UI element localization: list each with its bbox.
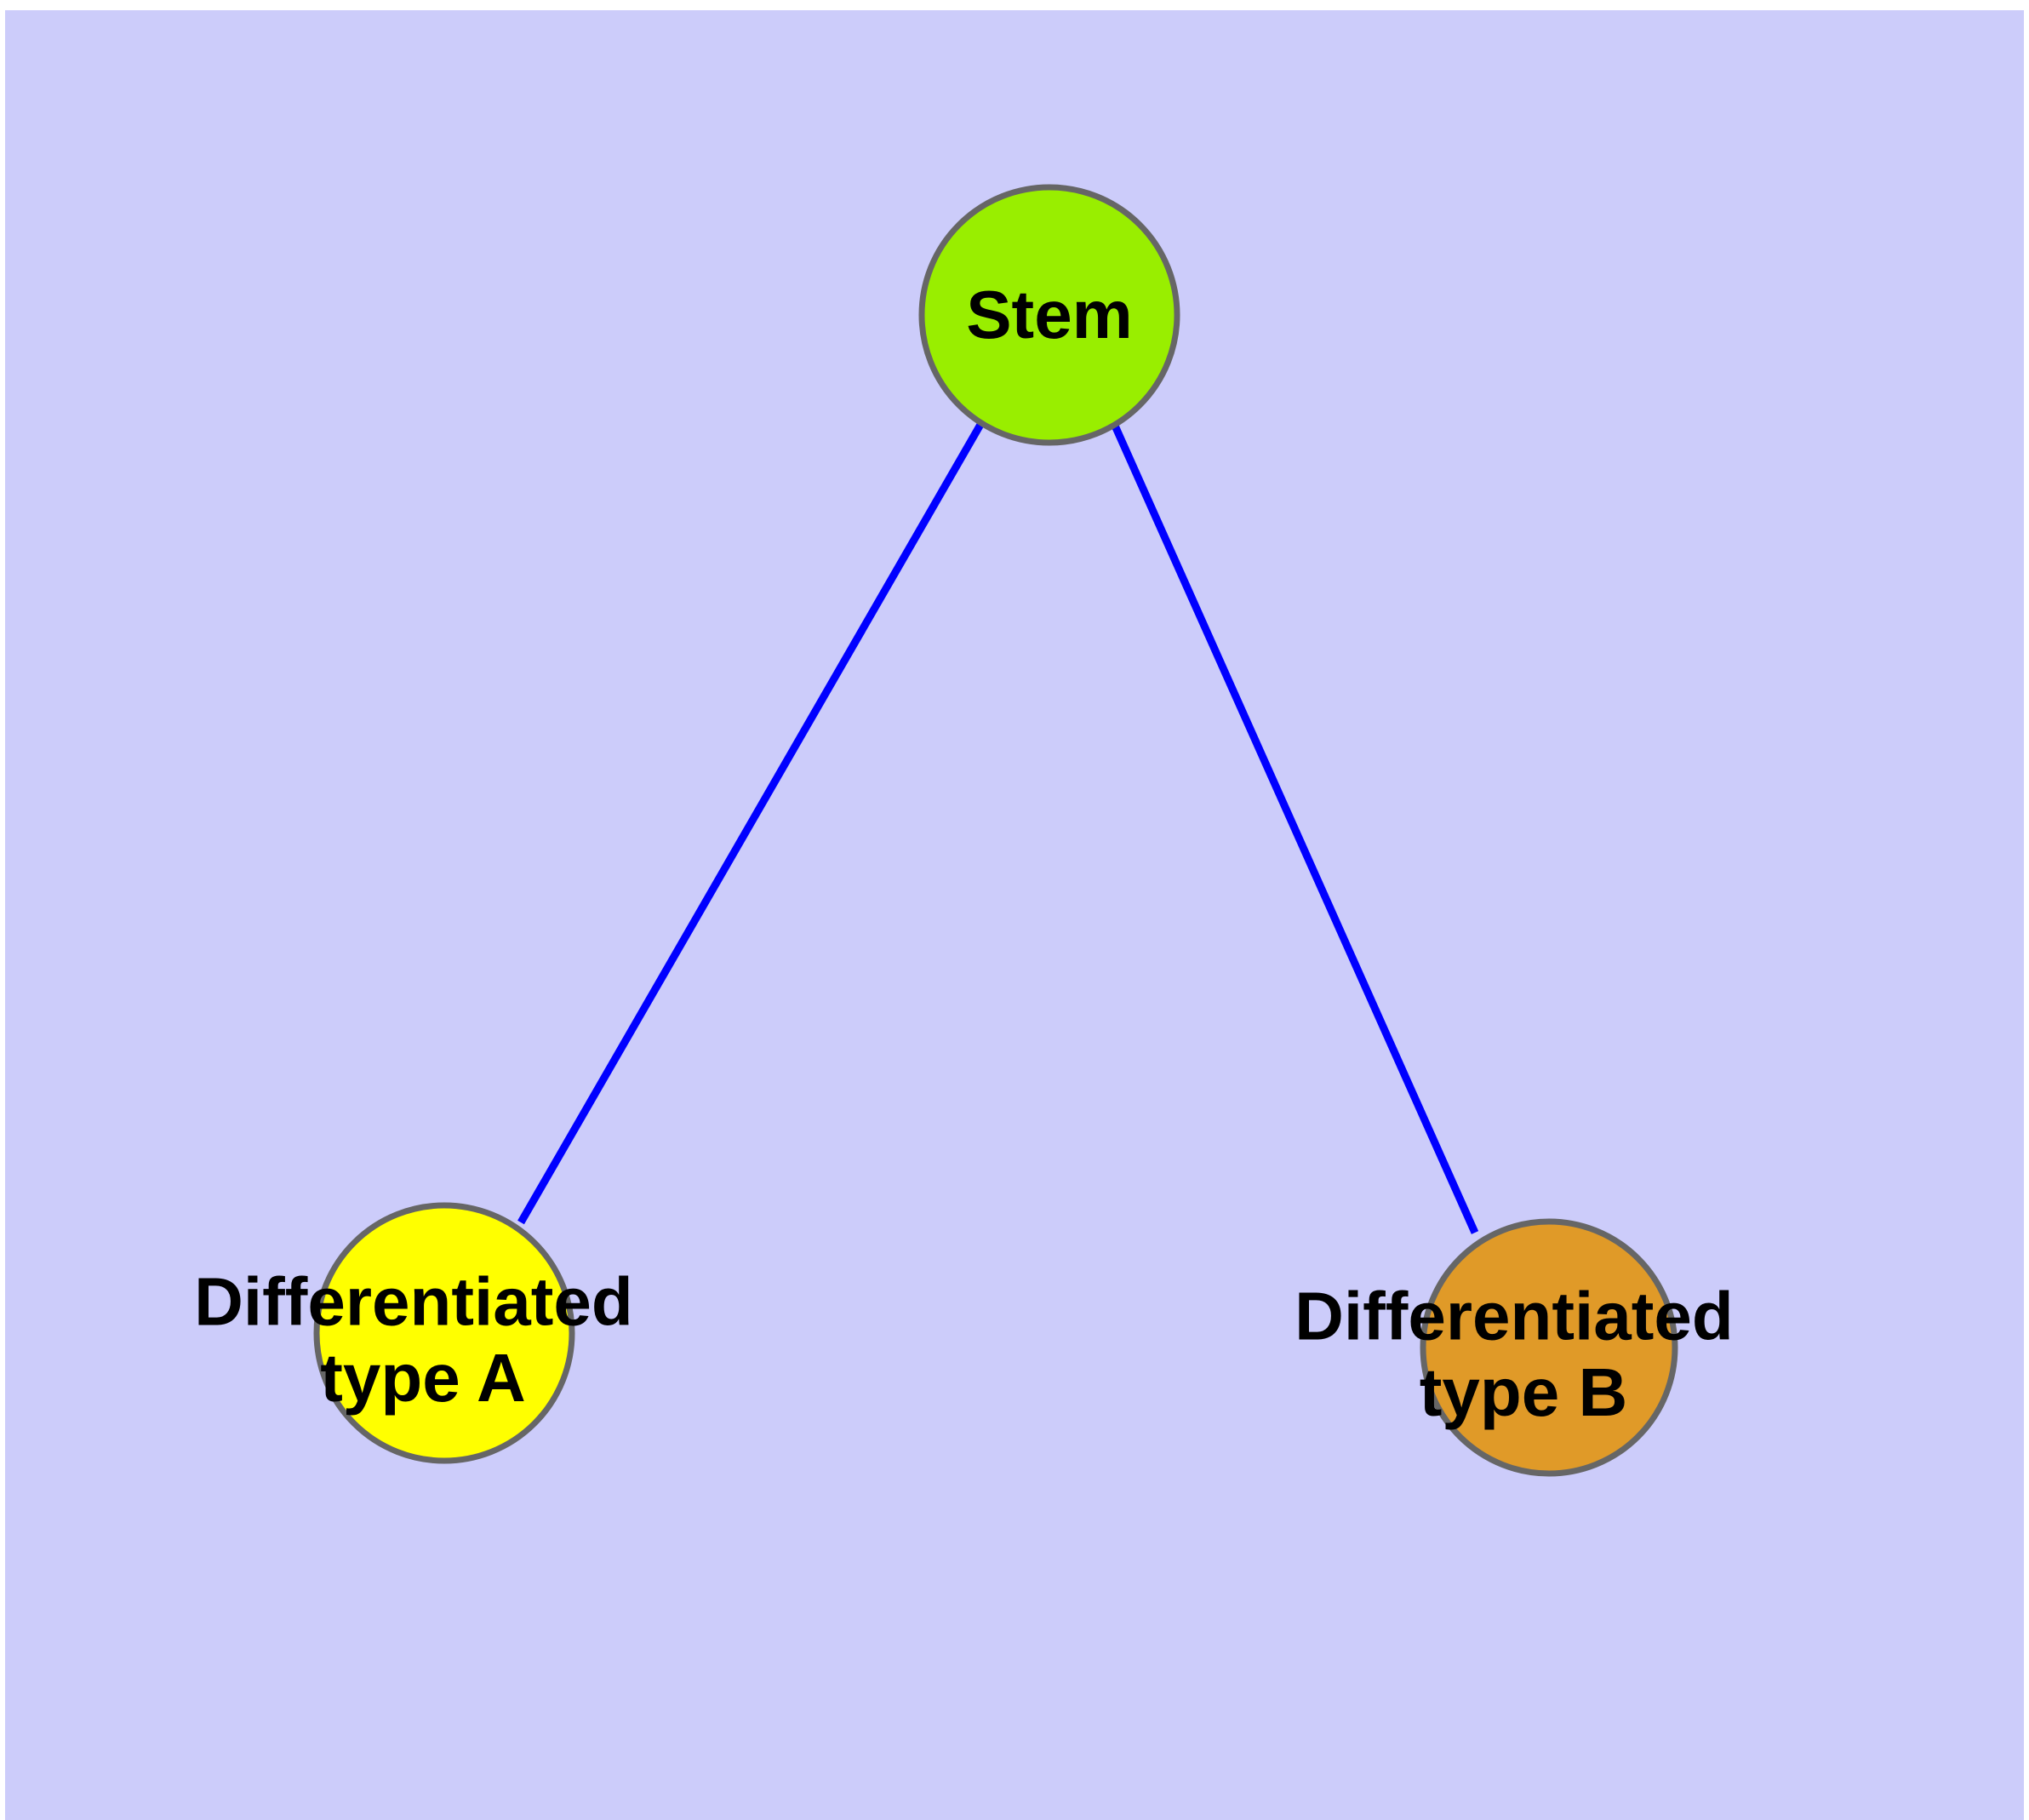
edges-layer xyxy=(517,421,1479,1234)
node-diff-a-label: Differentiated type A xyxy=(194,1263,652,1416)
edge-stem-to-diff-b[interactable] xyxy=(1111,424,1479,1234)
node-diff-b-circle[interactable] xyxy=(1420,1218,1678,1477)
node-diff-b-label-line-2: type B xyxy=(1420,1354,1628,1430)
node-diff-a-circle[interactable] xyxy=(313,1202,575,1464)
labels-layer: Stem Differentiated type A Differentiate… xyxy=(194,277,1752,1430)
node-stem-circle[interactable] xyxy=(918,184,1180,446)
node-stem-label: Stem xyxy=(966,277,1133,352)
nodes-layer xyxy=(313,184,1678,1477)
node-stem-label-line-1: Stem xyxy=(966,277,1133,352)
node-diff-b-label-line-1: Differentiated xyxy=(1295,1278,1734,1354)
edge-stem-to-diff-a[interactable] xyxy=(517,421,985,1225)
node-diff-b-label: Differentiated type B xyxy=(1295,1278,1752,1430)
node-diff-a-label-line-1: Differentiated xyxy=(194,1263,633,1339)
node-diff-a-label-line-2: type A xyxy=(320,1340,526,1416)
